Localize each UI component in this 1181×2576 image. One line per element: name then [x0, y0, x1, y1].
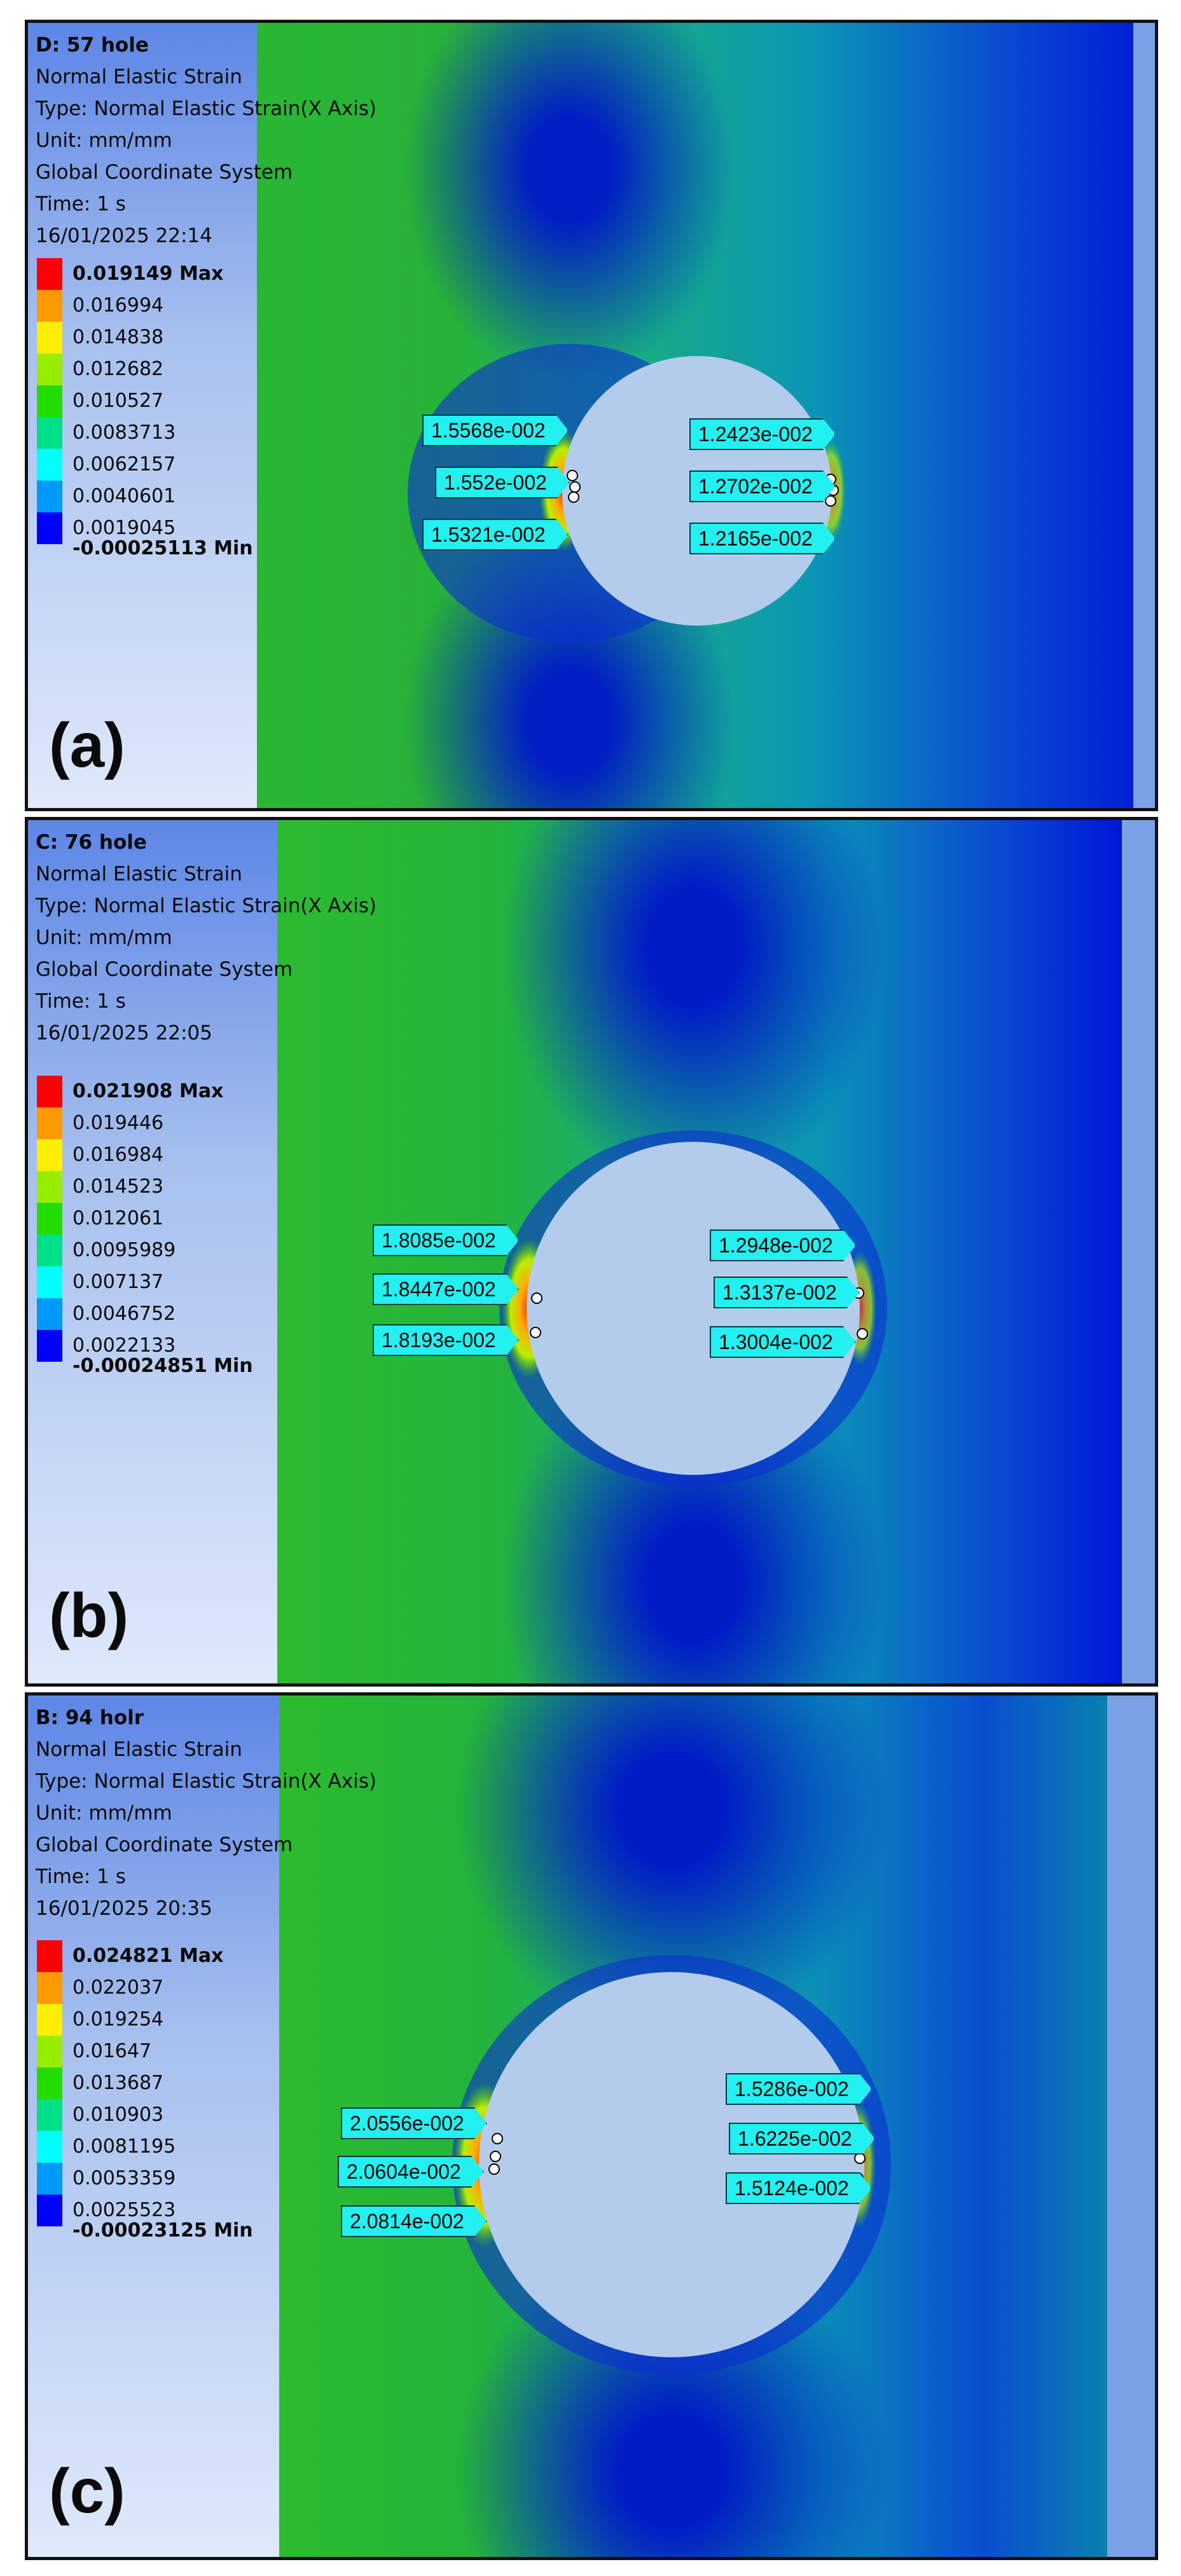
legend-value: 0.010903 [73, 2104, 164, 2126]
hole-b [527, 1142, 860, 1475]
legend-value: 0.0062157 [73, 453, 176, 476]
info-line: 16/01/2025 20:35 [36, 1897, 212, 1920]
result-info-c: B: 94 holr Normal Elastic Strain Type: N… [36, 1702, 376, 1924]
probe-label[interactable]: 1.6225e-002 [729, 2123, 875, 2155]
info-line: Type: Normal Elastic Strain(X Axis) [36, 894, 376, 917]
result-info-b: C: 76 hole Normal Elastic Strain Type: N… [36, 826, 376, 1049]
panel-a: D: 57 hole Normal Elastic Strain Type: N… [25, 20, 1158, 811]
legend-value: 0.012682 [73, 358, 164, 380]
probe-label[interactable]: 1.3004e-002 [710, 1326, 856, 1358]
legend-value: 0.019446 [73, 1112, 164, 1134]
probe-label[interactable]: 1.2165e-002 [689, 523, 836, 554]
legend-value: 0.0046752 [73, 1303, 176, 1325]
panel-label-c: (c) [49, 2456, 125, 2526]
probe-label[interactable]: 2.0556e-002 [341, 2107, 487, 2139]
legend-value: 0.016994 [73, 294, 164, 317]
legend-value: 0.013687 [73, 2072, 164, 2094]
legend-min: -0.00023125 Min [73, 2219, 253, 2242]
panel-c: B: 94 holr Normal Elastic Strain Type: N… [25, 1692, 1158, 2560]
probe-label[interactable]: 1.8085e-002 [373, 1224, 519, 1256]
probe-label[interactable]: 2.0604e-002 [338, 2156, 484, 2188]
probe-label[interactable]: 2.0814e-002 [341, 2205, 487, 2237]
legend-min: -0.00025113 Min [73, 537, 253, 559]
probe-label[interactable]: 1.8193e-002 [373, 1324, 519, 1356]
info-line: Global Coordinate System [36, 161, 293, 184]
legend-value: 0.01647 [73, 2040, 152, 2062]
legend-value: 0.0053359 [73, 2167, 176, 2189]
legend-value: 0.016984 [73, 1144, 164, 1166]
probe-label[interactable]: 1.5124e-002 [726, 2172, 872, 2204]
legend-max: 0.024821 Max [73, 1945, 224, 1967]
legend-value: 0.014838 [73, 326, 164, 348]
probe-label[interactable]: 1.552e-002 [435, 467, 570, 498]
result-title: D: 57 hole [36, 34, 149, 57]
probe-label[interactable]: 1.2948e-002 [710, 1230, 856, 1261]
info-line: Normal Elastic Strain [36, 863, 242, 886]
probe-label[interactable]: 1.5286e-002 [726, 2073, 872, 2105]
legend-value: 0.0019045 [73, 517, 176, 539]
info-line: 16/01/2025 22:14 [36, 224, 212, 247]
info-line: Global Coordinate System [36, 1833, 293, 1856]
info-line: Time: 1 s [36, 193, 126, 216]
legend-value: 0.010527 [73, 390, 164, 412]
info-line: Type: Normal Elastic Strain(X Axis) [36, 97, 376, 120]
legend-min: -0.00024851 Min [73, 1355, 253, 1377]
legend-value: 0.0095989 [73, 1239, 176, 1261]
legend-value: 0.0040601 [73, 485, 176, 507]
legend-value: 0.019254 [73, 2008, 164, 2031]
probe-label[interactable]: 1.2423e-002 [689, 418, 836, 450]
legend-max: 0.021908 Max [73, 1080, 224, 1102]
info-line: Time: 1 s [36, 1865, 126, 1888]
legend-value: 0.0022133 [73, 1334, 176, 1357]
panel-label-a: (a) [49, 710, 125, 780]
result-title: C: 76 hole [36, 831, 147, 854]
legend-value: 0.0025523 [73, 2199, 176, 2221]
probe-label[interactable]: 1.5568e-002 [422, 414, 569, 446]
legend-value: 0.0081195 [73, 2135, 176, 2158]
panel-label-b: (b) [49, 1580, 129, 1650]
info-line: Time: 1 s [36, 990, 126, 1013]
info-line: Type: Normal Elastic Strain(X Axis) [36, 1770, 376, 1793]
legend-value: 0.014523 [73, 1175, 164, 1198]
probe-label[interactable]: 1.8447e-002 [373, 1273, 519, 1305]
info-line: Unit: mm/mm [36, 926, 172, 949]
strain-contour-a [28, 23, 1155, 808]
info-line: Normal Elastic Strain [36, 65, 242, 88]
legend-value: 0.012061 [73, 1207, 164, 1230]
result-info-a: D: 57 hole Normal Elastic Strain Type: N… [36, 29, 376, 252]
info-line: Normal Elastic Strain [36, 1738, 242, 1761]
probe-label[interactable]: 1.2702e-002 [689, 470, 836, 502]
legend-value: 0.022037 [73, 1977, 164, 1999]
info-line: Unit: mm/mm [36, 129, 172, 152]
legend-max: 0.019149 Max [73, 263, 224, 285]
info-line: Global Coordinate System [36, 958, 293, 981]
result-title: B: 94 holr [36, 1706, 144, 1729]
panel-b: C: 76 hole Normal Elastic Strain Type: N… [25, 817, 1158, 1687]
legend-value: 0.007137 [73, 1271, 164, 1293]
info-line: 16/01/2025 22:05 [36, 1022, 212, 1045]
probe-label[interactable]: 1.5321e-002 [422, 519, 569, 551]
hole-c [479, 1972, 864, 2357]
info-line: Unit: mm/mm [36, 1802, 172, 1825]
probe-label[interactable]: 1.3137e-002 [714, 1277, 860, 1308]
legend-value: 0.0083713 [73, 421, 176, 444]
